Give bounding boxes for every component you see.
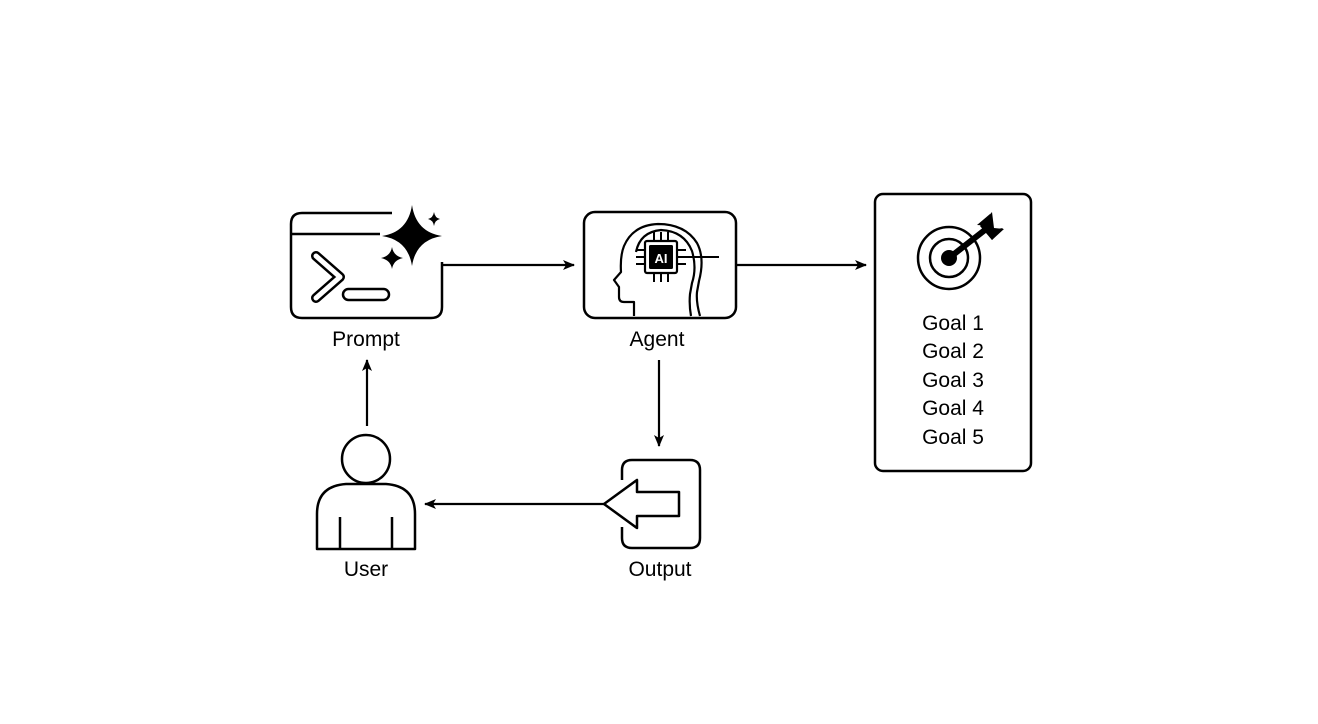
output-arrow-icon xyxy=(602,458,702,550)
user-label: User xyxy=(344,558,388,581)
prompt-node: Prompt xyxy=(289,205,444,351)
output-node: Output xyxy=(602,458,702,581)
user-node: User xyxy=(315,433,417,581)
agent-node: AI Agent xyxy=(582,210,738,351)
goal-item: Goal 4 xyxy=(922,397,984,420)
agent-label: Agent xyxy=(630,328,685,351)
goal-item: Goal 1 xyxy=(922,312,984,335)
ai-chip-text: AI xyxy=(655,251,668,266)
goal-item: Goal 5 xyxy=(922,426,984,449)
goal-item: Goal 3 xyxy=(922,369,984,392)
goals-list: Goal 1 Goal 2 Goal 3 Goal 4 Goal 5 xyxy=(922,312,984,449)
prompt-terminal-sparkle-icon xyxy=(289,205,444,320)
target-dart-icon xyxy=(916,212,1004,291)
user-person-icon xyxy=(315,433,417,551)
ai-head-icon: AI xyxy=(612,222,719,317)
prompt-label: Prompt xyxy=(332,328,400,351)
goals-box xyxy=(873,192,1033,473)
goal-item: Goal 2 xyxy=(922,340,984,363)
output-label: Output xyxy=(628,558,691,581)
goals-node: Goal 1 Goal 2 Goal 3 Goal 4 Goal 5 xyxy=(873,192,1033,473)
